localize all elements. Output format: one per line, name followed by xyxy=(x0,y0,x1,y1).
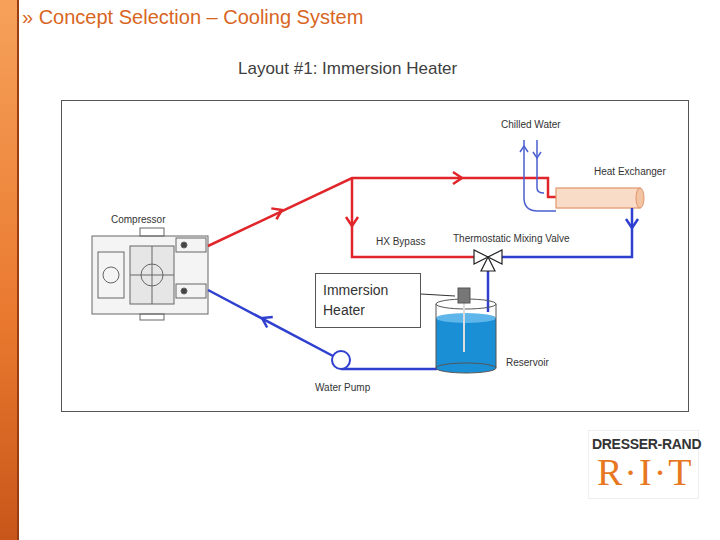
water-surface xyxy=(436,313,496,323)
part-name: HX Bypass xyxy=(376,236,425,248)
hx-outlet-pipe xyxy=(502,208,632,257)
flow-arrow xyxy=(453,172,462,184)
heat-exchanger xyxy=(556,188,644,208)
tank-wall xyxy=(496,304,497,368)
slide-title: » Concept Selection – Cooling System xyxy=(22,6,363,29)
valve-port xyxy=(481,257,495,271)
bypass-pipe xyxy=(352,178,474,257)
compressor-motor xyxy=(98,252,124,298)
part-name: Compressor xyxy=(111,214,165,226)
compressor-inlet xyxy=(176,284,206,298)
chilled-pipe xyxy=(537,140,544,193)
hx-end xyxy=(636,188,644,208)
flow-arrow xyxy=(346,217,358,226)
callout-text: Immersion Heater xyxy=(323,280,413,321)
logo-text: R·I·T xyxy=(597,451,694,495)
bolt xyxy=(181,288,187,294)
compressor-rotor xyxy=(141,264,163,286)
compressor-cap xyxy=(140,228,164,236)
heater-head xyxy=(458,288,470,303)
compressor-core xyxy=(130,246,174,304)
compressor-shaft xyxy=(130,275,174,276)
flow-arrow xyxy=(271,205,284,220)
compressor-base xyxy=(140,314,164,320)
hot-water-pipes xyxy=(208,172,556,257)
reservoir-tank xyxy=(436,288,496,373)
compressor-outlet xyxy=(176,238,206,252)
part-name: Heat Exchanger xyxy=(594,166,666,178)
compressor-drawing xyxy=(92,228,208,320)
flow-arrow xyxy=(520,146,528,152)
tank-bottom xyxy=(436,363,496,373)
part-name: Chilled Water xyxy=(501,119,561,131)
flow-arrow xyxy=(259,313,273,328)
pump-symbol xyxy=(332,351,350,369)
tank-wall xyxy=(436,304,437,368)
callout-box: Immersion Heater xyxy=(315,273,421,328)
cool-water-pipes xyxy=(208,208,638,369)
compressor-flange xyxy=(103,267,119,283)
chilled-water-lines xyxy=(520,140,556,211)
leader-line xyxy=(421,294,455,296)
heater-rod xyxy=(463,302,465,352)
flow-arrow xyxy=(533,152,541,158)
side-bar xyxy=(0,0,19,540)
logo-text: DRESSER-RAND xyxy=(592,436,701,452)
part-name: Thermostatic Mixing Valve xyxy=(453,233,570,245)
chilled-pipe xyxy=(524,140,556,211)
valve-outlet-pipe xyxy=(487,270,490,312)
bolt xyxy=(181,242,187,248)
reservoir-outlet-pipe xyxy=(341,368,437,371)
flow-arrow xyxy=(626,219,638,228)
part-name: Reservoir xyxy=(506,357,549,369)
water xyxy=(436,318,496,368)
subtitle: Layout #1: Immersion Heater xyxy=(238,59,457,79)
picture-frame xyxy=(62,101,689,412)
compressor-body xyxy=(92,236,208,314)
mixing-valve xyxy=(474,250,502,271)
part-name: Water Pump xyxy=(315,382,370,394)
hx-shell xyxy=(556,188,640,208)
